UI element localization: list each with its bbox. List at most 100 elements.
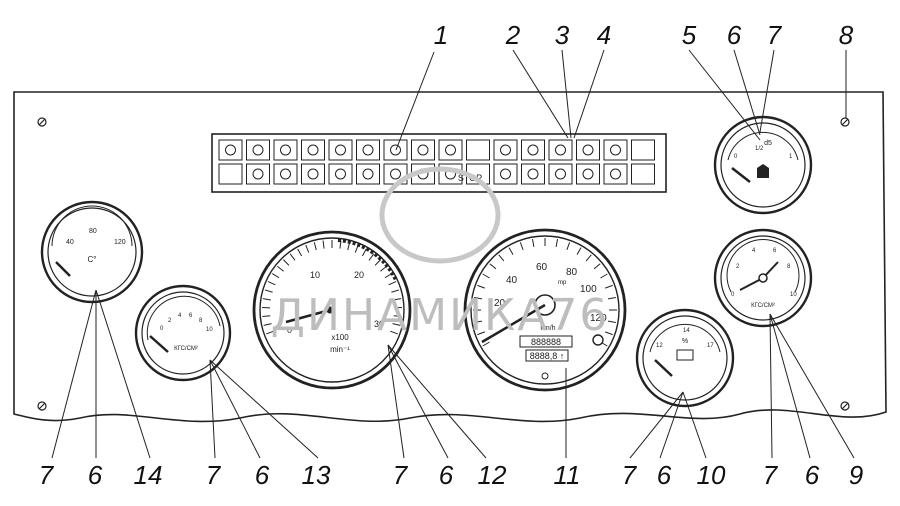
- dial-tick: [477, 284, 486, 289]
- callout-bottom-10: 10: [697, 460, 726, 490]
- warning-lamp-icon: [417, 144, 429, 156]
- fuel-tick-1: 1: [789, 154, 793, 160]
- callout-7: 7: [767, 20, 783, 50]
- volt-tick-14: 14: [683, 328, 690, 334]
- callout-bottom-11: 11: [554, 460, 581, 490]
- volt-tick-17: 17: [707, 343, 714, 349]
- warning-lamp-cell: [631, 139, 655, 161]
- callout-bottom-7d: 7: [622, 460, 638, 490]
- tach-tick-10: 10: [310, 270, 320, 280]
- callouts-bottom: 7 6 14 7 6 13 7 6 12 11 7 6 10 7 6 9: [39, 460, 863, 490]
- warning-lamp-cell: [328, 163, 353, 185]
- trip-reset-knob: [592, 334, 604, 346]
- tach-tick-30: 30: [374, 319, 384, 329]
- callout-bottom-14: 14: [134, 460, 163, 490]
- temperature-gauge: 40 80 120 C°: [40, 200, 144, 304]
- screw-bottom-left: [37, 401, 47, 411]
- callout-2: 2: [505, 20, 521, 50]
- warning-lamp-cell: [438, 139, 463, 161]
- fuel-needle: [731, 167, 751, 183]
- air-pressure-gauge: 0 2 4 6 8 10 КГС/СМ²: [713, 228, 813, 328]
- dial-tick: [566, 242, 571, 251]
- warning-lamp-icon: [445, 144, 456, 156]
- warning-lamp-icon: [252, 144, 264, 156]
- warning-lamp-icon: [390, 144, 401, 156]
- warning-lamp-icon: [362, 144, 374, 156]
- dial-tick: [266, 330, 274, 335]
- warning-lamp-icon: [527, 144, 539, 156]
- warning-lamp-cell: [493, 163, 518, 185]
- dial-tick: [393, 315, 402, 318]
- leader-lines: [51, 49, 855, 459]
- dial-tick: [489, 263, 497, 270]
- tachometer: 0 10 20 30 x100 min⁻¹: [252, 230, 412, 390]
- warning-lamp-cell: [356, 163, 380, 185]
- dial-tick: [393, 298, 402, 301]
- fuel-pump-icon: [757, 164, 769, 178]
- warning-lamp-icon: [335, 144, 346, 156]
- warning-lamp-cell: [383, 139, 408, 161]
- speedo-tick-40: 40: [506, 275, 518, 286]
- air-tick-6: 6: [773, 248, 777, 254]
- warning-lamp-cell: [218, 163, 243, 185]
- warning-lamp-cell: [301, 163, 325, 185]
- warning-lamp-icon: [555, 144, 566, 156]
- callout-bottom-6d: 6: [657, 460, 672, 490]
- svg-text:ДИНАМИКА76: ДИНАМИКА76: [271, 290, 610, 341]
- dial-tick: [585, 254, 592, 262]
- temperature-tick-40: 40: [66, 239, 74, 246]
- warning-lamp-icon: [527, 168, 539, 180]
- dial-tick: [262, 298, 271, 301]
- warning-lamp-icon: [555, 168, 566, 180]
- oil-tick-6: 6: [189, 313, 193, 319]
- warning-lamp-icon: [252, 168, 264, 180]
- volt-tick-12: 12: [656, 343, 663, 349]
- dial-tick: [322, 240, 325, 249]
- tach-tick-20: 20: [354, 270, 364, 280]
- callout-bottom-6e: 6: [805, 460, 820, 490]
- temperature-needle: [55, 261, 71, 277]
- warning-lamp-cell: [521, 139, 545, 161]
- dial-tick: [289, 253, 296, 261]
- dial-tick: [368, 253, 375, 261]
- tach-tick-0: 0: [287, 325, 292, 335]
- fuel-tick-0: 0: [734, 154, 738, 160]
- oil-pressure-needle: [149, 335, 169, 353]
- warning-lamp-icon: [500, 168, 511, 180]
- battery-icon: [676, 349, 694, 361]
- dial-tick: [508, 247, 514, 255]
- warning-lamp-icon: [500, 144, 511, 156]
- dial-tick: [519, 242, 524, 251]
- air-tick-0: 0: [731, 292, 735, 298]
- screw-top-left: [37, 117, 47, 127]
- odometer-display: 888888: [531, 337, 561, 347]
- warning-lamp-icon: [362, 168, 374, 180]
- dial-tick: [277, 265, 284, 272]
- warning-lamp-cell: [466, 139, 490, 161]
- dial-tick: [604, 284, 613, 289]
- volt-symbol: %: [682, 338, 688, 345]
- fuel-top-label: d5: [764, 140, 772, 147]
- dial-tick: [604, 331, 613, 336]
- warning-lamp-cell: [548, 163, 573, 185]
- dial-tick: [283, 259, 290, 266]
- warning-lamp-icon: [610, 144, 621, 156]
- air-pressure-unit: КГС/СМ²: [751, 303, 775, 309]
- callout-bottom-7c: 7: [393, 460, 409, 490]
- voltmeter: 12 14 17 %: [635, 308, 735, 408]
- warning-lamp-icon: [307, 144, 319, 156]
- warning-lamp-cell: [356, 139, 380, 161]
- dial-tick: [390, 330, 398, 335]
- oil-pressure-gauge: 0 2 4 6 8 10 КГС/СМ²: [134, 284, 232, 382]
- speedo-mph-label: mp: [558, 280, 567, 286]
- warning-lamp-block: STOP: [211, 133, 667, 193]
- speedo-tick-80: 80: [566, 267, 578, 278]
- callout-bottom-13: 13: [302, 460, 331, 490]
- warning-lamp-cell: [411, 139, 435, 161]
- dial-tick: [264, 289, 273, 293]
- dial-tick: [361, 248, 367, 257]
- dial-tick: [313, 242, 317, 251]
- warning-lamp-cell: [603, 163, 628, 185]
- warning-lamp-cell: [273, 139, 298, 161]
